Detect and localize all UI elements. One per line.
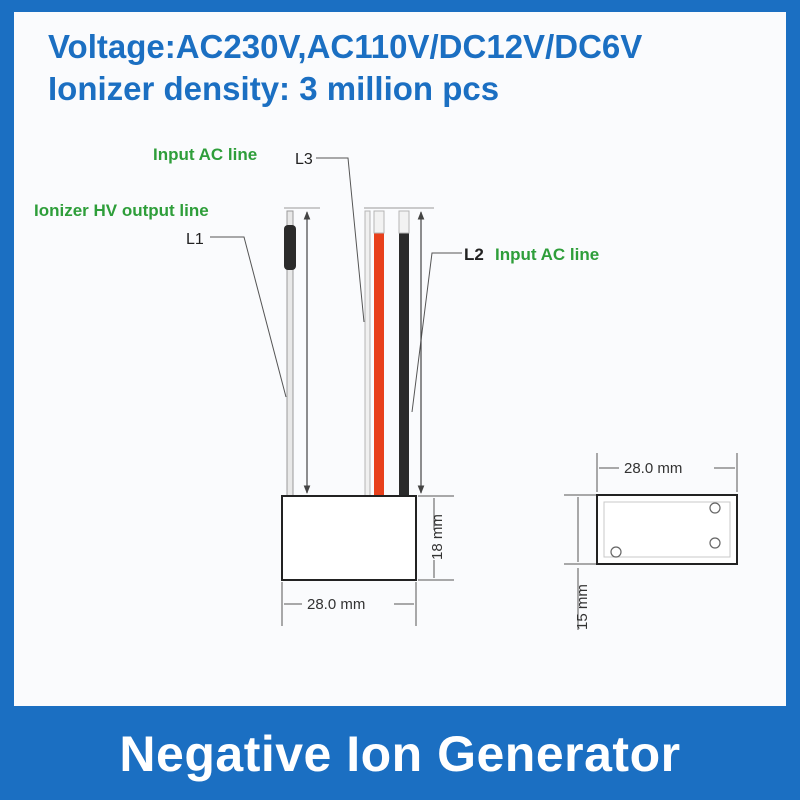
- ionizer-hv-wire: [284, 210, 296, 497]
- top-width-dimension: [596, 453, 738, 492]
- hv-connector: [284, 225, 296, 270]
- ionizer-hv-line-label: Ionizer HV output line: [34, 201, 209, 220]
- l1-label: L1: [186, 231, 204, 248]
- wire-length-arrows: [303, 211, 425, 494]
- ionizer-density-spec: Ionizer density: 3 million pcs: [48, 70, 500, 107]
- front-height-dimension: [418, 495, 454, 581]
- mounting-hole: [709, 537, 721, 549]
- leader-lines: [210, 157, 462, 413]
- top-depth-label: 15 mm: [574, 584, 591, 630]
- top-depth-dimension: [564, 494, 596, 630]
- footer-banner: Negative Ion Generator: [0, 708, 800, 800]
- diagram-panel: Voltage:AC230V,AC110V/DC12V/DC6V Ionizer…: [14, 12, 786, 706]
- footer-title: Negative Ion Generator: [119, 726, 681, 782]
- front-width-dimension: [281, 582, 417, 626]
- l3-label: L3: [295, 151, 313, 168]
- black-wire: [399, 232, 409, 496]
- input-ac-right-label: Input AC line: [495, 245, 599, 264]
- red-wire: [374, 232, 384, 496]
- l2-label: L2: [464, 245, 484, 264]
- input-ac-top-label: Input AC line: [153, 145, 257, 164]
- front-width-label: 28.0 mm: [307, 596, 365, 613]
- l3-thin-wire: [364, 210, 371, 497]
- mounting-hole: [610, 546, 622, 558]
- voltage-spec: Voltage:AC230V,AC110V/DC12V/DC6V: [48, 28, 643, 65]
- front-height-label: 18 mm: [429, 514, 446, 560]
- red-wire-stripped-end: [373, 210, 385, 234]
- mounting-hole: [709, 502, 721, 514]
- mounting-holes: [610, 502, 721, 558]
- top-view-inner-outline: [603, 501, 731, 558]
- black-wire-stripped-end: [398, 210, 410, 234]
- generator-diagram: Ionizer HV output line L1 Input AC line …: [34, 145, 738, 630]
- module-front-view: [281, 495, 417, 581]
- top-width-label: 28.0 mm: [624, 460, 682, 477]
